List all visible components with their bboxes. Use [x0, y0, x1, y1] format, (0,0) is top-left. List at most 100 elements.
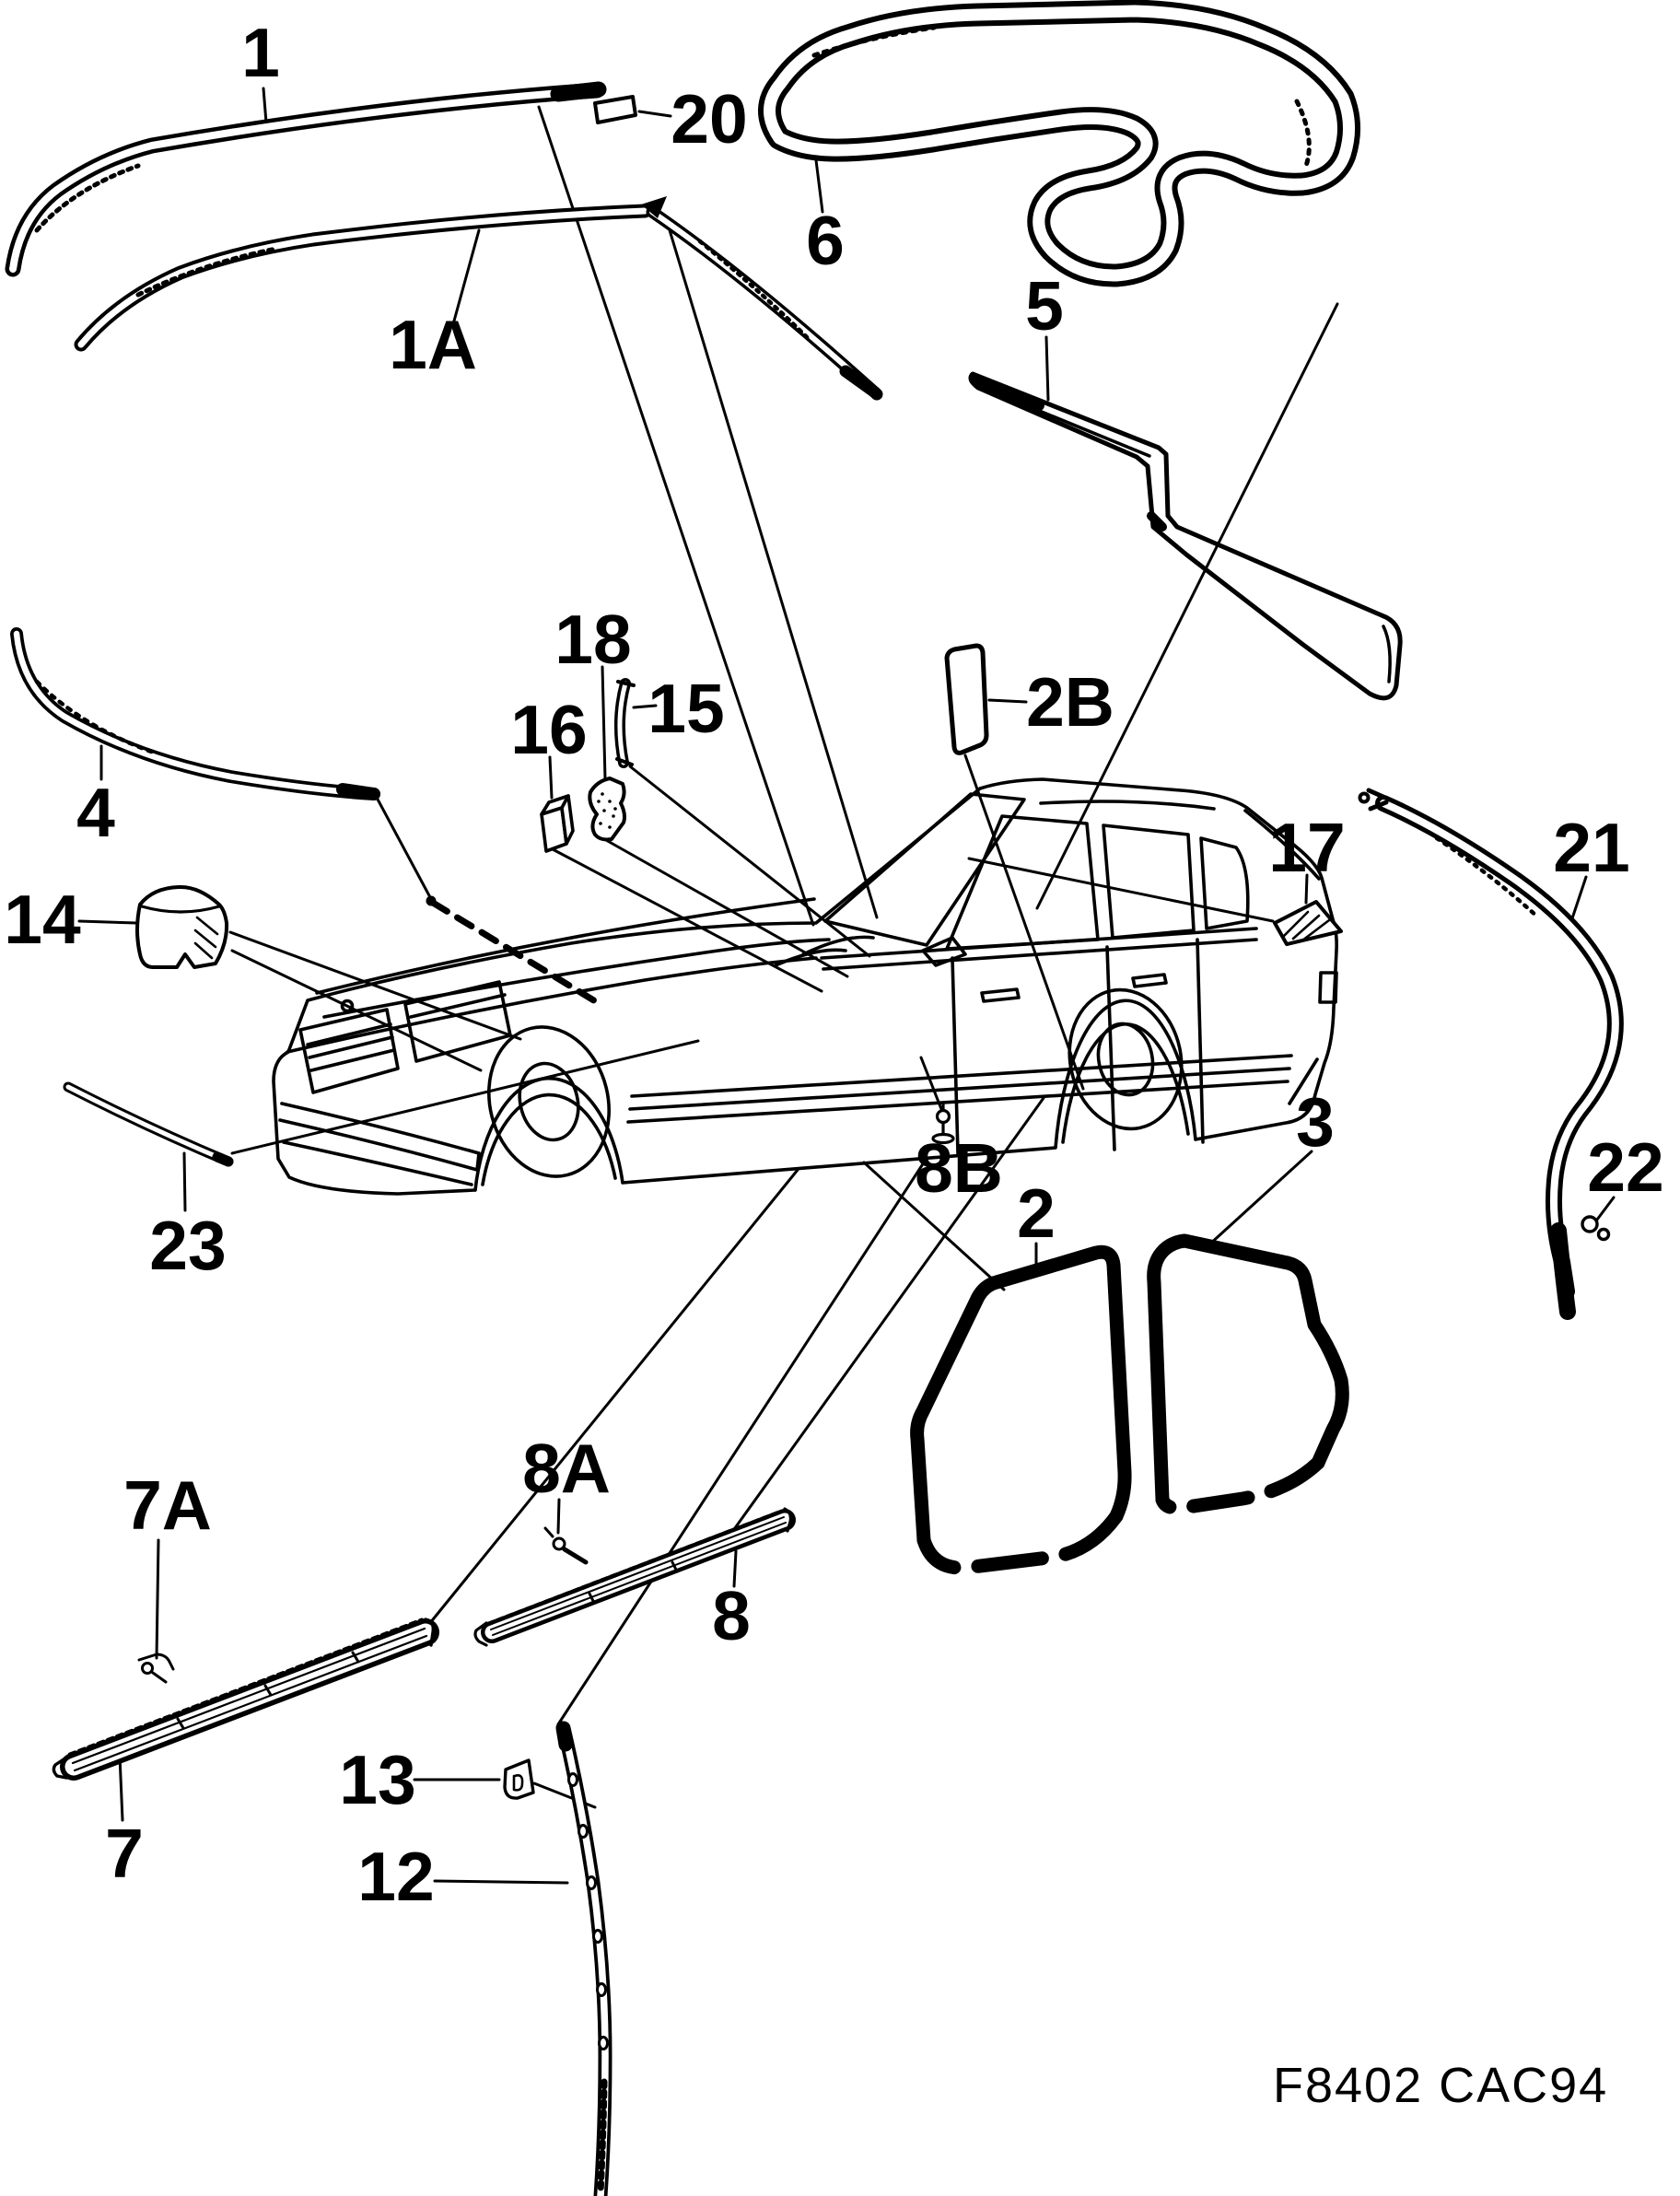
- part17-hatch-1: [1282, 910, 1310, 938]
- car-rear-window: [1102, 824, 1196, 940]
- leader-part15-to-car: [628, 765, 871, 958]
- part12-holes: [567, 1772, 609, 2050]
- leader-label7a: [155, 1538, 160, 1660]
- part-label-22: 22: [1587, 1128, 1663, 1206]
- car-mirror: [921, 936, 967, 967]
- part8-rail-1: [492, 1522, 787, 1636]
- leader-label6: [814, 158, 824, 214]
- car-door-cut-mid: [1105, 945, 1116, 1151]
- part17-hatch-3: [1301, 918, 1331, 942]
- car-fender-line: [286, 956, 818, 1054]
- leader-label1a: [451, 228, 481, 326]
- part23-tube-inner: [65, 1084, 231, 1164]
- part-label-14: 14: [4, 881, 81, 958]
- part-7a-clip: [137, 1653, 175, 1684]
- part5-loop-inner: [1382, 625, 1392, 683]
- part17-outline: [1273, 900, 1343, 946]
- part3-main: [1147, 1233, 1349, 1507]
- car-bumper-strip-3: [282, 1140, 473, 1186]
- part-label-15: 15: [648, 670, 724, 747]
- leader-part16-to-car: [551, 847, 823, 993]
- part2-main: [910, 1244, 1132, 1548]
- part22-washer: [1581, 1215, 1599, 1233]
- part-labels: 1 1A 20 6 5 4 18 16 15 2B 14 17 21 22 8B…: [4, 14, 1663, 1915]
- part-12-strip: [555, 1721, 612, 2196]
- car-beltline-2: [822, 938, 1258, 971]
- part4-tube-inner: [13, 630, 378, 798]
- part1a-speckle-1: [135, 246, 279, 298]
- part14-hatch-1: [195, 916, 219, 936]
- car-wiper-1: [801, 935, 875, 956]
- part14-outline: [135, 884, 229, 969]
- part-21-strip: [1358, 788, 1624, 1320]
- part-2-door-seal: [910, 1244, 1132, 1575]
- car-windshield: [823, 792, 1026, 947]
- leader-label8a: [556, 1498, 561, 1535]
- part-16-clip: [540, 794, 575, 853]
- part14-hatch-3: [193, 941, 214, 960]
- part13-outline: [503, 1758, 535, 1800]
- part7a-hook: [137, 1653, 175, 1671]
- part12-bottom-speckle: [597, 2078, 608, 2196]
- part6-speckle-2: [1294, 99, 1312, 169]
- leader-part1a-to-car: [665, 219, 879, 919]
- part21-top-eyelet: [1358, 791, 1371, 804]
- car-front-rim: [518, 1061, 580, 1142]
- leader-label2b: [987, 698, 1028, 704]
- car-trunk-cut: [1243, 809, 1321, 881]
- part-2b-patch: [944, 643, 989, 755]
- part15-tube-inner: [617, 681, 628, 765]
- part1a-tail-tip: [839, 365, 881, 399]
- part8a-washer: [552, 1536, 566, 1551]
- part1a-end-clip: [641, 196, 667, 218]
- part21-speckle: [1434, 835, 1541, 920]
- leader-part23-to-car: [230, 1039, 700, 1155]
- leader-part4-solid: [374, 794, 433, 901]
- car-front-tire: [487, 1025, 611, 1178]
- car-door-cut-front: [951, 956, 960, 1155]
- part-6-seal-loop: [758, 0, 1361, 287]
- part1a-speckle-2: [697, 239, 813, 344]
- leader-label3: [1207, 1150, 1313, 1247]
- leader-label14: [77, 919, 138, 925]
- leader-strip8-to-car: [726, 1096, 1045, 1540]
- car-taillamp: [1318, 971, 1338, 1004]
- part8-rail-2: [490, 1516, 785, 1630]
- part-label-6: 6: [806, 202, 845, 279]
- part8a-pin: [543, 1526, 554, 1538]
- part18-outline: [588, 777, 626, 842]
- part12-top-dark: [555, 1721, 573, 1752]
- part21-tube-inner: [1380, 800, 1619, 1295]
- part14-hatch-2: [193, 929, 217, 949]
- part-label-4: 4: [76, 774, 115, 851]
- car-grille: [298, 1008, 400, 1094]
- part7-clipmark-2: [263, 1684, 273, 1697]
- part-1-moulding: [5, 81, 607, 277]
- leader-label22: [1595, 1196, 1616, 1221]
- part21-bottom-dark: [1550, 1222, 1576, 1320]
- part-15-strip: [614, 678, 636, 768]
- leader-strip12-to-car: [556, 1161, 926, 1726]
- part-label-2: 2: [1017, 1174, 1056, 1252]
- part-8-sill-strip: [473, 1507, 796, 1647]
- part22-head: [1596, 1227, 1611, 1242]
- part3-bottom-dashed: [1155, 1455, 1325, 1515]
- part8-clipmark-1: [588, 1592, 596, 1605]
- part7-clipmark-3: [351, 1651, 360, 1664]
- part7-rail-1: [73, 1634, 428, 1772]
- car-door-handle-rear: [1131, 973, 1168, 988]
- leader-part14-a: [228, 930, 522, 1041]
- part-1a-moulding: [74, 196, 883, 401]
- part7-right-cap: [424, 1618, 436, 1647]
- part-label-1: 1: [241, 14, 280, 91]
- leader-label16: [548, 755, 554, 800]
- leader-label12: [433, 1879, 569, 1885]
- part-label-16: 16: [510, 691, 587, 768]
- part-label-3: 3: [1296, 1083, 1335, 1161]
- part6-tube-inner: [764, 5, 1356, 282]
- part17-hatch-2: [1291, 914, 1321, 940]
- leader-hood-dot: [426, 895, 437, 906]
- car-rear-bumper-line: [1288, 1057, 1319, 1105]
- car-grille-slat-3: [309, 1048, 396, 1072]
